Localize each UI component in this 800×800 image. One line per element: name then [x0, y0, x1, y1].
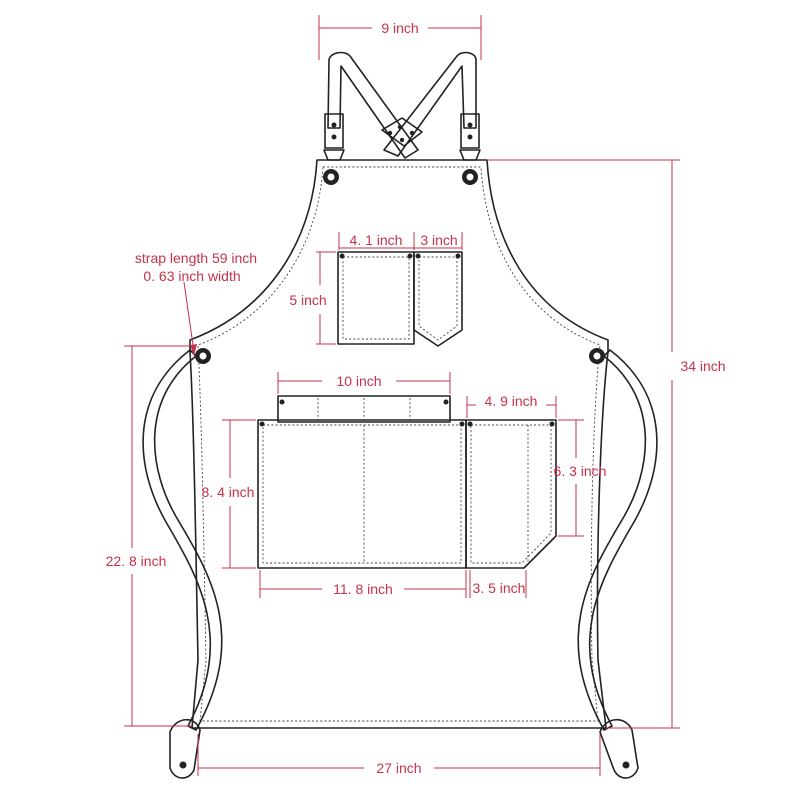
left-waist-strap — [142, 349, 223, 731]
top-pocket-width-label: 10 inch — [336, 373, 381, 389]
waist-straps — [142, 349, 658, 779]
apron-stitching — [197, 166, 601, 722]
left-neck-strap — [327, 51, 419, 159]
side-pocket-width-label: 4. 9 inch — [485, 393, 538, 409]
total-length-label: 34 inch — [680, 358, 725, 374]
cross-patch — [381, 117, 423, 147]
pen-pocket-width-label: 3 inch — [420, 232, 457, 248]
neck-width-label: 9 inch — [381, 20, 418, 36]
left-buckle — [324, 113, 344, 149]
bottom-width-label: 27 inch — [376, 760, 421, 776]
chest-pocket — [337, 251, 415, 345]
neck-straps — [323, 51, 481, 161]
right-waist-strap — [577, 349, 658, 731]
side-pocket — [465, 419, 557, 569]
small-pocket-width-label: 4. 1 inch — [350, 232, 403, 248]
pen-pocket — [413, 251, 463, 347]
main-pocket — [257, 419, 467, 569]
side-height-label: 22. 8 inch — [106, 553, 167, 569]
dimension-lines — [124, 15, 680, 776]
right-strap-tip — [599, 718, 639, 779]
strap-length-label: strap length 59 inch — [135, 250, 257, 266]
main-pocket-height-label: 8. 4 inch — [202, 484, 255, 500]
chest-pockets — [337, 251, 463, 347]
dimension-labels: 9 inch 4. 1 inch 3 inch 5 inch strap len… — [106, 20, 726, 776]
side-pocket-height-label: 6. 3 inch — [554, 463, 607, 479]
right-neck-strap — [383, 51, 477, 157]
main-pocket-width-label: 11. 8 inch — [333, 581, 393, 597]
main-pockets — [257, 395, 557, 569]
strap-width-label: 0. 63 inch width — [143, 268, 240, 284]
side-pocket-bottom-label: 3. 5 inch — [473, 580, 526, 596]
small-pocket-height-label: 5 inch — [289, 292, 326, 308]
left-strap-tip — [169, 718, 201, 779]
top-pocket — [277, 395, 451, 423]
right-buckle — [460, 113, 480, 149]
